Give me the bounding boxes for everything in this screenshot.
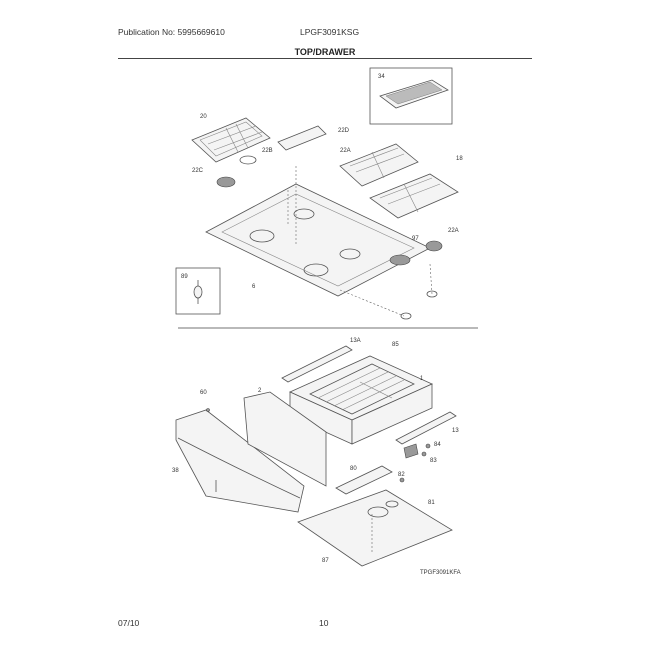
label-87: 87 (322, 558, 329, 564)
burner-cap-97 (389, 254, 411, 266)
model-number: LPGF3091KSG (300, 27, 360, 37)
burner-cap-22b (239, 155, 257, 165)
label-22a: 22A (448, 228, 459, 234)
label-22a-top: 22A (340, 148, 351, 154)
label-20: 20 (200, 114, 207, 120)
rail-13 (395, 411, 457, 445)
drawer-front (175, 409, 305, 513)
label-1: 1 (420, 376, 424, 382)
label-13a: 13A (350, 338, 361, 344)
rail-13a (281, 345, 353, 383)
label-97: 97 (412, 236, 419, 242)
label-18: 18 (456, 156, 463, 162)
burner-cap-22a (425, 240, 443, 252)
label-89: 89 (181, 274, 188, 280)
part-22d (277, 125, 327, 151)
label-81: 81 (428, 500, 435, 506)
label-6: 6 (252, 284, 256, 290)
footer-date: 07/10 (118, 618, 140, 628)
grate-right-rear (339, 143, 419, 187)
clip-82 (403, 443, 419, 459)
inset-box-griddle (369, 67, 453, 125)
bracket-80 (335, 465, 393, 495)
section-title: TOP/DRAWER (294, 47, 356, 57)
grate-right-front (369, 173, 459, 219)
figure-code: TPGF3091KFA (420, 570, 461, 576)
drawer-panel-2 (243, 391, 327, 487)
label-83: 83 (430, 458, 437, 464)
label-60: 60 (200, 390, 207, 396)
label-13: 13 (452, 428, 459, 434)
label-22c: 22C (192, 168, 204, 174)
label-34: 34 (378, 74, 385, 80)
burner-cap-22c (216, 176, 236, 188)
grate-left (191, 117, 271, 163)
drawer-bottom (297, 489, 453, 567)
label-2: 2 (258, 388, 262, 394)
cooktop-main-top (205, 166, 431, 297)
label-80: 80 (350, 466, 357, 472)
header-rule (118, 58, 532, 59)
publication-number: Publication No: 5995669610 (118, 27, 225, 37)
page-number: 10 (319, 618, 329, 628)
label-84: 84 (434, 442, 441, 448)
inset-box-89 (175, 267, 221, 315)
label-85: 85 (392, 342, 399, 348)
screw-60 (206, 408, 210, 412)
label-22b: 22B (262, 148, 273, 154)
label-38: 38 (172, 468, 179, 474)
label-22d: 22D (338, 128, 350, 134)
label-82: 82 (398, 472, 405, 478)
